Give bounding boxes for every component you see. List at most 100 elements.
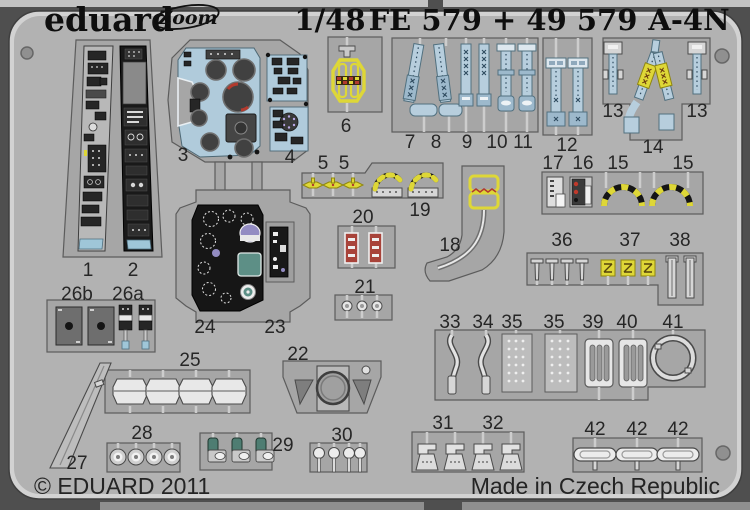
part-40-grille (618, 338, 648, 400)
part-label-40: 40 (616, 312, 637, 333)
part-label-6: 6 (341, 116, 352, 137)
part-15-canopy-handle (649, 184, 693, 207)
part-32-hook (499, 432, 523, 471)
part-30-pin (354, 443, 366, 473)
part-13-strap (602, 41, 624, 95)
footer: © EDUARD 2011 Made in Czech Republic (34, 473, 720, 499)
part-label-4: 4 (285, 147, 296, 168)
part-22-frame (294, 365, 372, 412)
part-label-36: 36 (551, 230, 572, 251)
part-26b-plate (87, 306, 115, 346)
part-label-33: 33 (439, 312, 460, 333)
part-label-13: 13 (602, 101, 623, 122)
part-label-17: 17 (542, 153, 563, 174)
part-41-ring (649, 334, 697, 382)
zoom-logo-swoosh (152, 4, 220, 30)
parts-group-25 (104, 369, 251, 414)
part-8-strap (433, 43, 452, 103)
connector-tab (214, 161, 226, 192)
top-edge-bar (443, 0, 750, 7)
part-label-35: 35 (543, 312, 564, 333)
part-28-eyelet (109, 443, 127, 466)
part-42-handle (573, 438, 617, 471)
parts-group-6 (327, 36, 383, 113)
part-label-27: 27 (66, 453, 87, 474)
part-3-instrument-panel (177, 47, 261, 160)
part-30-pin (343, 443, 355, 473)
part-label-34: 34 (472, 312, 494, 333)
bottom-edge-bar (462, 502, 750, 510)
part-label-5: 5 (339, 153, 350, 174)
parts-group-36-37-38 (526, 252, 704, 306)
part-42-handle (656, 438, 700, 471)
parts-group-31-32 (411, 431, 525, 473)
part-label-2: 2 (128, 260, 139, 281)
part-11-strap (517, 43, 537, 112)
part-31-hook (415, 432, 439, 471)
part-label-10: 10 (486, 132, 507, 153)
copyright-text: © EDUARD 2011 (34, 473, 210, 499)
part-28-eyelet (127, 443, 145, 466)
part-label-11: 11 (513, 132, 533, 153)
part-26a-lever (118, 304, 133, 350)
part-label-26a: 26a (112, 284, 144, 305)
parts-group-23-24 (175, 189, 311, 323)
aircraft-variant: A-4N (647, 3, 729, 37)
part-29-lever (231, 433, 251, 463)
part-26b-plate (55, 306, 83, 346)
part-12-strap (567, 57, 589, 127)
part-21-ring-pin (341, 295, 353, 318)
part-6-top-tab (338, 45, 356, 58)
parts-group-28 (106, 442, 181, 473)
part-label-19: 19 (409, 200, 430, 221)
part-25-knob (145, 378, 181, 405)
part-label-1: 1 (83, 260, 94, 281)
part-label-39: 39 (582, 312, 603, 333)
part-24-instrument-panel (191, 204, 264, 312)
part-label-16: 16 (572, 153, 593, 174)
part-30-pin (328, 443, 340, 473)
part-11-strap (496, 43, 516, 112)
parts-group-30 (309, 442, 368, 473)
part-34-wire (477, 333, 491, 395)
part-32-hook (471, 432, 495, 471)
made-in-text: Made in Czech Republic (471, 473, 720, 499)
part-label-21: 21 (354, 277, 375, 298)
bottom-edge-bar (100, 502, 424, 510)
part-37-yellow-buckles (600, 259, 656, 285)
part-38-strips (665, 255, 697, 299)
part-2-console (119, 45, 154, 252)
part-4-panel-details (265, 52, 309, 152)
part-label-15: 15 (672, 153, 693, 174)
part-8-lap-pad (438, 103, 463, 117)
connector-tab (251, 161, 263, 192)
part-label-41: 41 (662, 312, 683, 333)
part-17-panel (546, 176, 566, 208)
part-35-perforated-plate (501, 333, 533, 393)
parts-group-instrument-panel-3-4 (167, 39, 309, 192)
part-label-18: 18 (439, 235, 460, 256)
part-label-35: 35 (501, 312, 522, 333)
parts-group-22 (282, 360, 382, 414)
part-label-3: 3 (178, 145, 189, 166)
part-label-37: 37 (619, 230, 640, 251)
part-label-20: 20 (352, 207, 373, 228)
part-label-31: 31 (432, 413, 453, 434)
parts-group-17-16-15 (541, 171, 704, 215)
parts-group-26 (46, 299, 156, 353)
part-label-23: 23 (264, 317, 285, 338)
part-36-tee-fittings (530, 258, 589, 285)
part-label-42: 42 (584, 419, 605, 440)
part-6-yellow-buckle (331, 58, 366, 103)
part-25-knob (178, 378, 214, 405)
part-label-8: 8 (431, 132, 442, 153)
part-31-hook (443, 432, 467, 471)
header: eduard Zoom 1/48 FE 579 + 49 579 A-4N (44, 0, 730, 39)
product-codes: FE 579 + 49 579 (369, 3, 638, 37)
part-19-ejection-handle (371, 172, 403, 198)
part-label-22: 22 (287, 344, 308, 365)
parts-group-13-14 (602, 37, 711, 141)
part-label-26b: 26b (61, 284, 93, 305)
